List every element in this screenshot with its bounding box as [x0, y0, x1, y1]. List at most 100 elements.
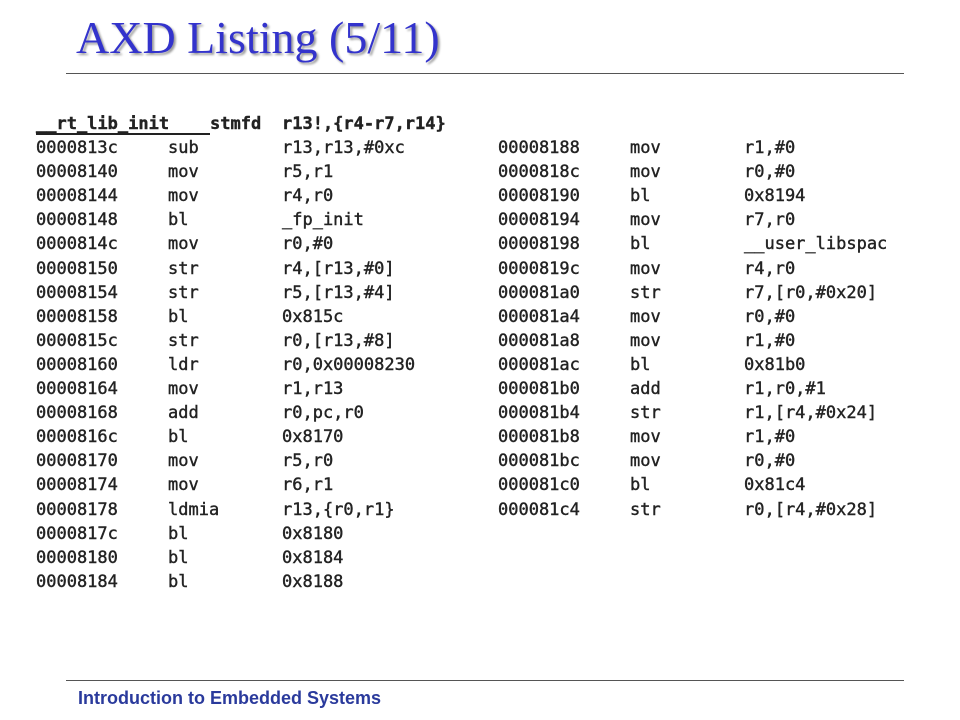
opcode-cell: str [168, 282, 199, 303]
opcode-cell: mov [168, 234, 199, 255]
address-cell: 00008178 [36, 499, 118, 520]
operands-cell: r4,r0 [282, 186, 334, 207]
opcode-cell: bl [630, 475, 651, 496]
operands-cell: r6,r1 [282, 475, 334, 496]
operands-cell: r1,r13 [282, 379, 344, 399]
address-cell: 00008190 [498, 186, 580, 207]
operands-cell: __user_libspac [744, 234, 888, 255]
address-cell: 000081c0 [498, 475, 580, 496]
operands-cell: 0x81b0 [744, 354, 806, 375]
header-opcode: stmfd [210, 114, 262, 134]
opcode-cell: str [630, 499, 661, 520]
slide-title: AXD Listing (5/11) [76, 12, 440, 63]
operands-cell: r5,[r13,#4] [282, 282, 395, 303]
opcode-cell: mov [630, 162, 661, 183]
operands-cell: 0x8170 [282, 427, 344, 448]
operands-cell: r1,#0 [744, 138, 796, 158]
address-cell: 000081b0 [498, 379, 580, 399]
address-cell: 00008194 [498, 210, 580, 231]
opcode-cell: bl [168, 306, 189, 327]
address-cell: 0000817c [36, 523, 118, 544]
opcode-cell: sub [168, 138, 199, 158]
opcode-cell: mov [168, 186, 199, 207]
opcode-cell: bl [168, 523, 189, 544]
address-cell: 00008148 [36, 210, 118, 231]
opcode-cell: bl [168, 427, 189, 448]
opcode-cell: add [168, 403, 199, 424]
opcode-cell: mov [168, 379, 199, 399]
listing-row: 0000816c bl 0x8170 [36, 425, 344, 449]
operands-cell: 0x8194 [744, 186, 806, 207]
listing-row: 0000813c sub r13,r13,#0xc [36, 136, 405, 160]
operands-cell: r4,r0 [744, 258, 796, 279]
opcode-cell: bl [630, 234, 651, 255]
operands-cell: 0x8180 [282, 523, 344, 544]
operands-cell: r1,r0,#1 [744, 379, 826, 399]
function-symbol: __rt_lib_init [36, 115, 210, 135]
address-cell: 00008198 [498, 234, 580, 255]
listing-row: 00008154 str r5,[r13,#4] [36, 281, 395, 305]
opcode-cell: mov [630, 210, 661, 231]
operands-cell: r13,r13,#0xc [282, 138, 405, 158]
operands-cell: 0x81c4 [744, 475, 806, 496]
address-cell: 0000813c [36, 138, 118, 158]
operands-cell: r0,pc,r0 [282, 403, 364, 424]
listing-row: 00008198 bl __user_libspac [498, 232, 888, 256]
listing-row: 0000814c mov r0,#0 [36, 232, 334, 256]
listing-row: 00008144 mov r4,r0 [36, 184, 334, 208]
listing-row: 00008168 add r0,pc,r0 [36, 401, 364, 425]
address-cell: 00008168 [36, 403, 118, 424]
operands-cell: r0,#0 [744, 162, 796, 183]
operands-cell: r1,[r4,#0x24] [744, 403, 878, 424]
operands-cell: r5,r1 [282, 162, 334, 183]
address-cell: 00008184 [36, 571, 118, 592]
listing-row: 00008164 mov r1,r13 [36, 377, 344, 401]
opcode-cell: ldr [168, 354, 199, 375]
address-cell: 00008154 [36, 282, 118, 303]
operands-cell: _fp_init [282, 210, 364, 231]
header-operands: r13!,{r4-r7,r14} [282, 114, 446, 134]
address-cell: 00008174 [36, 475, 118, 496]
listing-row: 00008194 mov r7,r0 [498, 208, 796, 232]
address-cell: 0000818c [498, 162, 580, 183]
opcode-cell: mov [168, 451, 199, 472]
operands-cell: r0,[r4,#0x28] [744, 499, 878, 520]
address-cell: 00008164 [36, 379, 118, 399]
opcode-cell: mov [630, 330, 661, 351]
address-cell: 00008158 [36, 306, 118, 327]
address-cell: 0000815c [36, 330, 118, 351]
address-cell: 00008144 [36, 186, 118, 207]
operands-cell: r1,#0 [744, 427, 796, 448]
operands-cell: 0x8184 [282, 547, 344, 568]
address-cell: 0000814c [36, 234, 118, 255]
address-cell: 000081b8 [498, 427, 580, 448]
address-cell: 0000819c [498, 258, 580, 279]
address-cell: 00008150 [36, 258, 118, 279]
address-cell: 0000816c [36, 427, 118, 448]
opcode-cell: bl [168, 547, 189, 568]
address-cell: 00008160 [36, 354, 118, 375]
title-divider [66, 73, 904, 74]
opcode-cell: ldmia [168, 499, 220, 520]
operands-cell: r7,r0 [744, 210, 796, 231]
operands-cell: r0,#0 [282, 234, 334, 255]
opcode-cell: bl [168, 571, 189, 592]
listing-row: 0000817c bl 0x8180 [36, 522, 344, 546]
address-cell: 00008140 [36, 162, 118, 183]
